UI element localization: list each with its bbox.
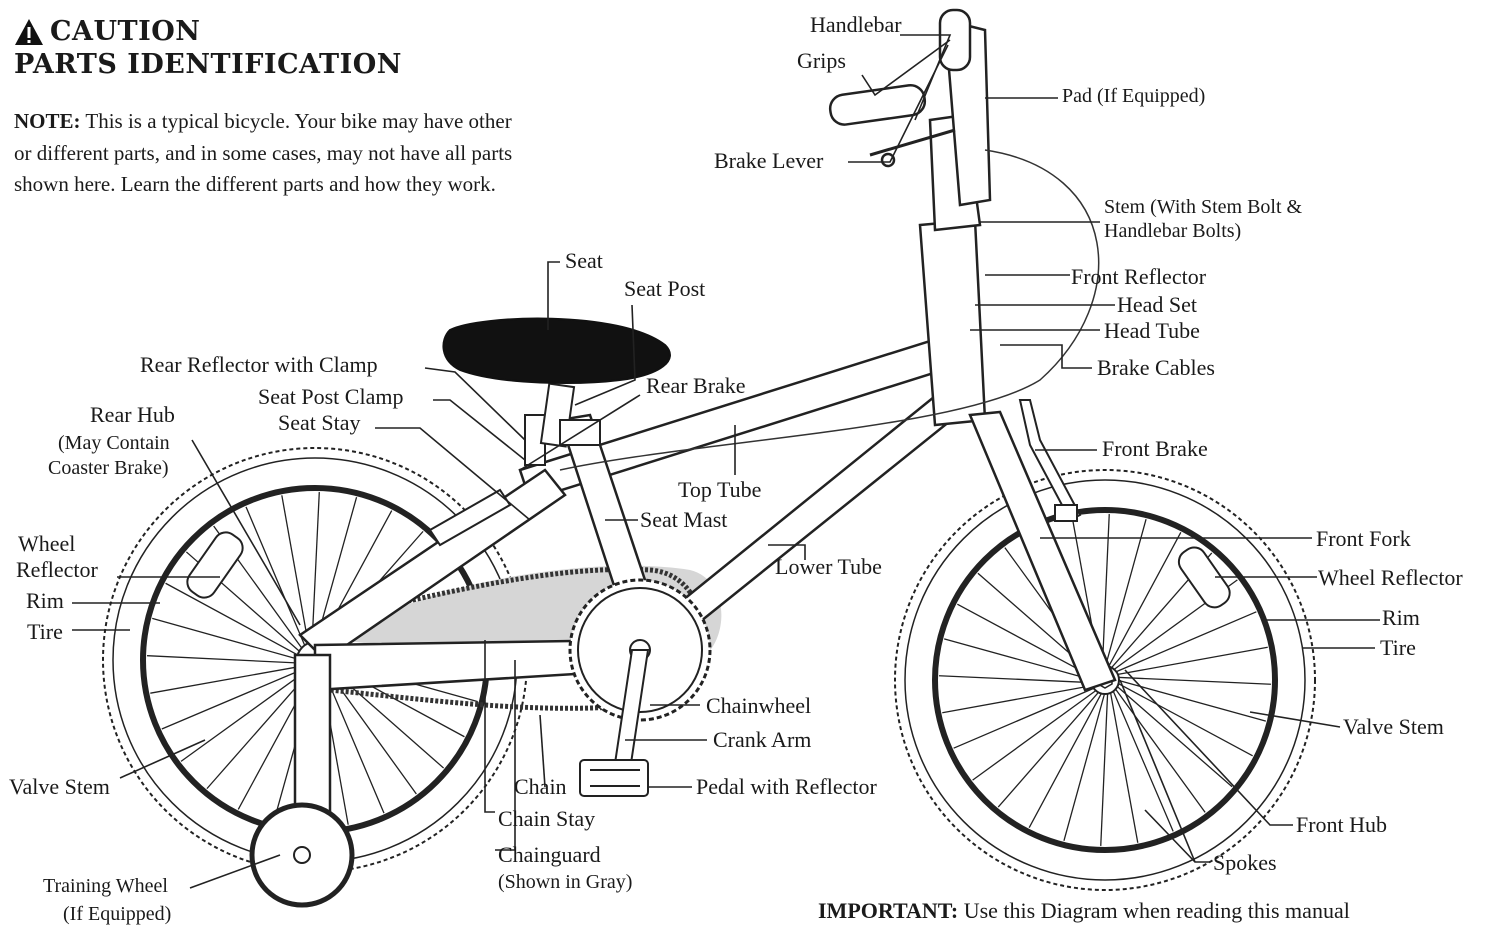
spoke: [1115, 646, 1268, 676]
training-wheel: [249, 653, 355, 908]
label-front-fork: Front Fork: [1316, 526, 1411, 551]
spoke: [953, 686, 1096, 749]
spoke: [939, 675, 1094, 684]
label-handlebar: Handlebar: [810, 12, 902, 37]
warning-triangle-icon: [15, 18, 43, 45]
label-head-tube: Head Tube: [1104, 318, 1200, 343]
spoke: [942, 684, 1095, 714]
label-tire-front: Tire: [1380, 635, 1416, 660]
important-note: IMPORTANT: Use this Diagram when reading…: [818, 898, 1350, 924]
label-rear-hub-1: Rear Hub: [90, 402, 175, 427]
part-labels: Handlebar Grips Pad (If Equipped) Brake …: [9, 12, 1463, 925]
spoke: [1116, 682, 1253, 757]
spoke: [1063, 691, 1106, 842]
label-seat-mast: Seat Mast: [640, 507, 727, 532]
front-fork: [968, 410, 1117, 692]
spoke: [281, 495, 310, 648]
seat: [442, 317, 671, 384]
label-front-brake: Front Brake: [1102, 436, 1208, 461]
spoke: [311, 492, 320, 647]
spoke: [206, 672, 310, 790]
label-chain-stay: Chain Stay: [498, 806, 595, 831]
brake-cables: [559, 149, 1100, 471]
spoke: [323, 670, 385, 814]
label-rear-reflector: Rear Reflector with Clamp: [140, 352, 378, 377]
label-front-reflector: Front Reflector: [1071, 264, 1207, 289]
label-chainwheel: Chainwheel: [706, 693, 811, 718]
label-chain: Chain: [514, 774, 567, 799]
spoke: [165, 582, 302, 658]
spoke: [150, 665, 303, 694]
rear-wheel-reflector: [186, 531, 244, 599]
spoke: [180, 670, 307, 762]
spoke: [1028, 691, 1103, 828]
crank-pedal: [579, 649, 650, 797]
caution-header: CAUTION PARTS IDENTIFICATION: [14, 16, 402, 80]
note-text: This is a typical bicycle. Your bike may…: [14, 109, 513, 196]
important-text: Use this Diagram when reading this manua…: [963, 898, 1350, 923]
label-pad: Pad (If Equipped): [1062, 85, 1205, 107]
label-head-set: Head Set: [1117, 292, 1197, 317]
leader-lines: [72, 34, 1380, 889]
label-lower-tube: Lower Tube: [775, 554, 882, 579]
label-training-wheel-1: Training Wheel: [43, 875, 168, 897]
spoke: [1114, 611, 1257, 674]
page-title: PARTS IDENTIFICATION: [14, 49, 402, 80]
label-grips: Grips: [797, 48, 846, 73]
label-tire-rear: Tire: [27, 619, 63, 644]
spoke: [997, 690, 1101, 808]
note-label: NOTE:: [14, 109, 81, 133]
front-brake: [1018, 399, 1082, 522]
spoke: [1104, 518, 1147, 669]
important-label: IMPORTANT:: [818, 898, 959, 923]
stem-handlebar: [828, 8, 992, 232]
label-brake-cables: Brake Cables: [1097, 355, 1215, 380]
label-stem-2: Handlebar Bolts): [1104, 220, 1241, 242]
label-wheel-reflector-front: Wheel Reflector: [1318, 565, 1463, 590]
spoke: [972, 688, 1098, 781]
spoke: [1101, 514, 1110, 669]
label-rear-hub-2: (May Contain: [58, 432, 170, 454]
label-seat-post-clamp: Seat Post Clamp: [258, 384, 403, 409]
label-seat-post: Seat Post: [624, 276, 705, 301]
label-wheel-reflector-rear-2: Reflector: [16, 557, 99, 582]
label-rim-rear: Rim: [26, 588, 64, 613]
label-seat: Seat: [565, 248, 603, 273]
rear-brake: [428, 488, 512, 547]
spoke: [957, 603, 1094, 678]
label-seat-stay: Seat Stay: [278, 410, 361, 435]
label-stem-1: Stem (With Stem Bolt &: [1104, 196, 1303, 218]
spoke: [1113, 687, 1206, 813]
front-wheel-reflector: [1177, 546, 1231, 609]
label-top-tube: Top Tube: [678, 477, 761, 502]
label-chainguard-1: Chainguard: [498, 842, 601, 867]
label-pedal: Pedal with Reflector: [696, 774, 878, 799]
label-valve-stem-front: Valve Stem: [1343, 714, 1444, 739]
label-training-wheel-2: (If Equipped): [63, 903, 171, 925]
label-brake-lever: Brake Lever: [714, 148, 824, 173]
label-valve-stem-rear: Valve Stem: [9, 774, 110, 799]
spoke: [1107, 532, 1182, 669]
spoke: [245, 506, 307, 650]
label-rim-front: Rim: [1382, 605, 1420, 630]
label-rear-hub-3: Coaster Brake): [48, 457, 169, 479]
label-crank-arm: Crank Arm: [713, 727, 811, 752]
spoke: [1109, 690, 1139, 843]
label-front-hub: Front Hub: [1296, 812, 1387, 837]
label-spokes: Spokes: [1213, 850, 1277, 875]
spoke: [147, 655, 302, 664]
label-chainguard-2: (Shown in Gray): [498, 871, 632, 893]
caution-title: CAUTION: [14, 16, 402, 47]
spoke: [943, 638, 1094, 681]
spoke: [1115, 684, 1233, 788]
spoke: [1111, 689, 1174, 832]
label-rear-brake: Rear Brake: [646, 373, 746, 398]
spoke: [1100, 691, 1109, 846]
spoke: [1116, 676, 1271, 685]
spoke: [152, 617, 302, 661]
note-paragraph: NOTE: This is a typical bicycle. Your bi…: [14, 106, 534, 201]
label-wheel-reflector-rear-1: Wheel: [18, 531, 75, 556]
spoke: [161, 668, 305, 730]
